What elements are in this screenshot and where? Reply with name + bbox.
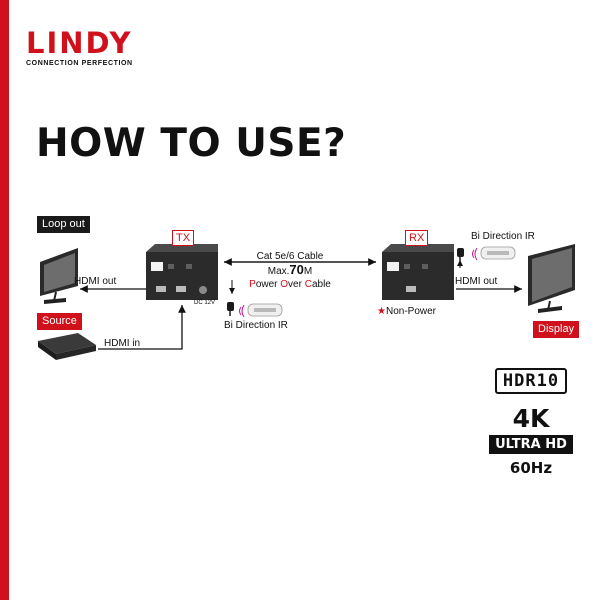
tx-ir-sensor-icon: [227, 302, 234, 316]
dc-power-label: DC 12V: [194, 300, 216, 306]
tx-transmitter-icon: [146, 244, 218, 300]
rx-ir-sensor-icon: [457, 248, 464, 262]
source-device-icon: [38, 333, 96, 360]
rx-non-power-note: ★Non-Power: [377, 306, 436, 317]
tx-label: TX: [172, 230, 195, 246]
display-monitor-icon: [528, 244, 575, 313]
logo-wordmark: LINDY: [26, 26, 133, 60]
tx-hdmi-in-label: HDMI in: [104, 338, 141, 349]
tx-ir-remote-icon: [239, 303, 283, 318]
tx-hdmi-in-arrow: [98, 305, 186, 350]
ultra-hd-badge: ULTRA HD: [489, 435, 573, 454]
cable-max-length: Max.70M: [267, 262, 313, 277]
loop-out-monitor-icon: [40, 248, 78, 304]
page-title: HOW TO USE?: [36, 121, 347, 166]
tx-hdmi-out-label: HDMI out: [74, 276, 117, 287]
power-over-cable-label: Power Over Cable: [249, 279, 331, 290]
hdr10-badge: HDR10: [494, 368, 568, 394]
tx-ir-label: Bi Direction IR: [224, 320, 288, 331]
rx-ir-label: Bi Direction IR: [471, 231, 535, 242]
rx-hdmi-out-label: HDMI out: [455, 276, 498, 287]
refresh-rate: 60Hz: [509, 459, 553, 477]
cable-type-label: Cat 5e/6 Cable: [256, 251, 324, 262]
spec-badges: HDR10 4K ULTRA HD 60Hz: [476, 368, 586, 477]
brand-logo: LINDY CONNECTION PERFECTION: [26, 28, 133, 67]
display-label: Display: [533, 321, 580, 338]
loop-out-label: Loop out: [37, 216, 90, 233]
cable-info: Cat 5e/6 Cable Max.70M Power Over Cable: [232, 250, 348, 291]
rx-ir-remote-icon: [472, 246, 516, 261]
source-label: Source: [37, 313, 82, 330]
logo-tagline: CONNECTION PERFECTION: [26, 60, 133, 67]
accent-side-bar: [0, 0, 9, 600]
resolution-4k: 4K: [512, 404, 550, 433]
rx-label: RX: [405, 230, 429, 246]
rx-receiver-icon: [382, 244, 454, 300]
